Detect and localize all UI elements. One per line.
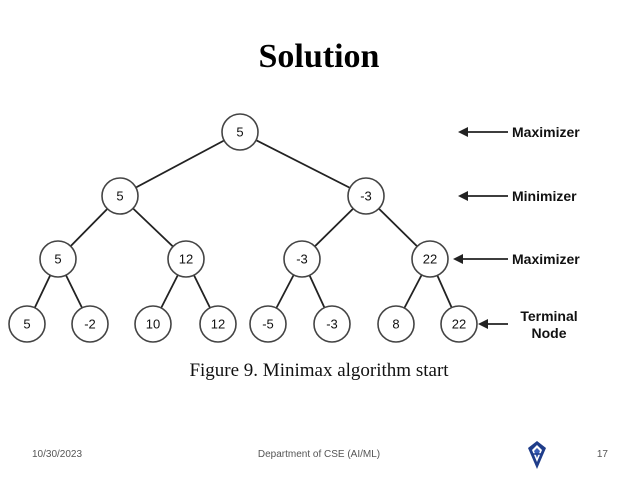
node-circle bbox=[8, 305, 46, 343]
footer-page-number: 17 bbox=[596, 449, 608, 460]
footer-date: 10/30/2023 bbox=[32, 449, 83, 460]
node-value: -5 bbox=[262, 317, 274, 332]
node-value: 5 bbox=[116, 189, 123, 204]
tree-node: 12 bbox=[167, 240, 205, 278]
node-circle bbox=[101, 177, 139, 215]
arrow-left-icon bbox=[458, 127, 468, 137]
tree-node: 22 bbox=[411, 240, 449, 278]
terminal-node: 5 bbox=[8, 305, 46, 343]
node-value: -2 bbox=[84, 317, 96, 332]
node-circle bbox=[249, 305, 287, 343]
terminal-node: 22 bbox=[440, 305, 478, 343]
node-value: 8 bbox=[392, 317, 399, 332]
node-value: 12 bbox=[211, 317, 225, 332]
node-value: -3 bbox=[326, 317, 338, 332]
terminal-node: -5 bbox=[249, 305, 287, 343]
node-circle bbox=[440, 305, 478, 343]
node-value: 5 bbox=[54, 252, 61, 267]
node-value: 22 bbox=[423, 252, 437, 267]
terminal-node: 12 bbox=[199, 305, 237, 343]
university-crest-icon bbox=[528, 441, 546, 469]
terminal-node: -3 bbox=[313, 305, 351, 343]
node-value: -3 bbox=[360, 189, 372, 204]
level-label: Minimizer bbox=[512, 188, 577, 204]
tree-node: -3 bbox=[347, 177, 385, 215]
node-circle bbox=[221, 113, 259, 151]
node-value: 5 bbox=[23, 317, 30, 332]
node-circle bbox=[313, 305, 351, 343]
terminal-node: -2 bbox=[71, 305, 109, 343]
node-value: -3 bbox=[296, 252, 308, 267]
node-circle bbox=[39, 240, 77, 278]
node-circle bbox=[347, 177, 385, 215]
level-label: Maximizer bbox=[512, 124, 580, 140]
footer-department: Department of CSE (AI/ML) bbox=[257, 449, 381, 460]
terminal-node: 8 bbox=[377, 305, 415, 343]
arrow-left-icon bbox=[458, 191, 468, 201]
figure-caption: Figure 9. Minimax algorithm start bbox=[189, 360, 449, 381]
node-circle bbox=[134, 305, 172, 343]
slide-title: Solution bbox=[258, 38, 380, 75]
tree-edge bbox=[119, 131, 241, 197]
node-circle bbox=[167, 240, 205, 278]
node-circle bbox=[377, 305, 415, 343]
node-circle bbox=[411, 240, 449, 278]
node-circle bbox=[71, 305, 109, 343]
tree-node: -3 bbox=[283, 240, 321, 278]
tree-node: 5 bbox=[101, 177, 139, 215]
tree-node: 5 bbox=[39, 240, 77, 278]
node-value: 5 bbox=[236, 125, 243, 140]
tree-edge bbox=[239, 131, 367, 197]
node-value: 22 bbox=[452, 317, 466, 332]
terminal-node: 10 bbox=[134, 305, 172, 343]
node-value: 10 bbox=[146, 317, 160, 332]
arrow-left-icon bbox=[478, 319, 488, 329]
level-label: Maximizer bbox=[512, 251, 580, 267]
node-circle bbox=[199, 305, 237, 343]
tree-node: 5 bbox=[221, 113, 259, 151]
node-circle bbox=[283, 240, 321, 278]
node-value: 12 bbox=[179, 252, 193, 267]
arrow-left-icon bbox=[453, 254, 463, 264]
